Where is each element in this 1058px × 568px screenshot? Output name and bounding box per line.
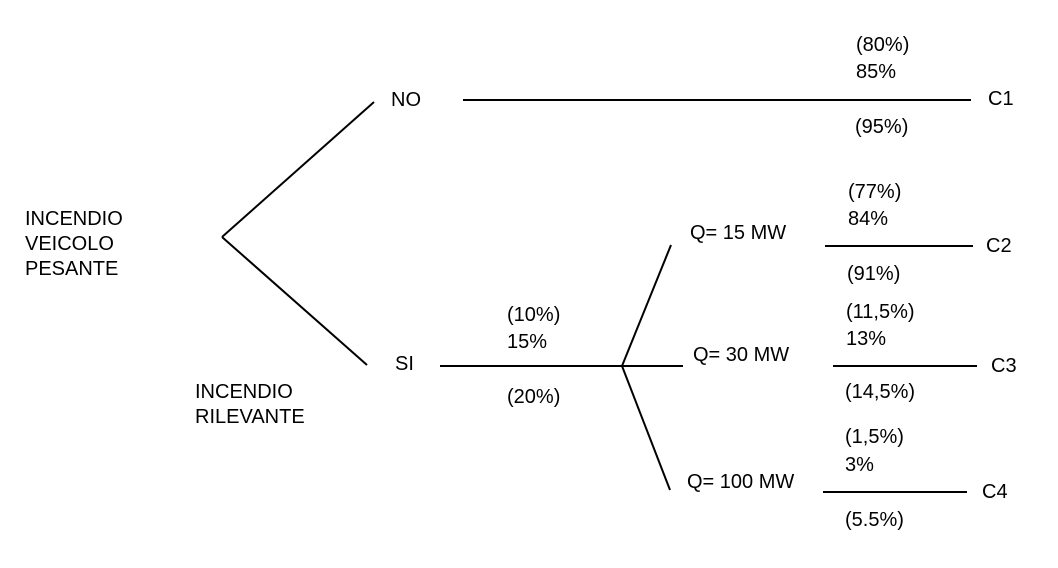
outcome-c1-label: C1: [988, 88, 1014, 110]
branch-no-prob-upper: (80%): [856, 34, 910, 56]
scenario-q100-label: Q= 100 MW: [687, 471, 795, 493]
outcome-c3-label: C3: [991, 355, 1017, 377]
scenario-q100-prob-lower: (5.5%): [845, 509, 904, 531]
scenario-q30-prob-upper: (11,5%): [846, 301, 915, 323]
branch-si-sublabel: INCENDIO RILEVANTE: [195, 381, 305, 428]
root-branch-si-line: [221, 236, 368, 366]
outcome-c4-label: C4: [982, 481, 1008, 503]
junction-up-line: [621, 244, 672, 367]
scenario-q30-label: Q= 30 MW: [693, 344, 790, 366]
branch-si-prob-upper: (10%): [507, 304, 561, 326]
scenario-q15-label: Q= 15 MW: [690, 222, 787, 244]
scenario-q30-prob-lower: (14,5%): [845, 381, 916, 403]
branch-no-prob-lower: (95%): [855, 116, 909, 138]
branch-no-prob-mid: 85%: [856, 61, 897, 83]
root-label: INCENDIO VEICOLO PESANTE: [25, 208, 123, 280]
scenario-q100-prob-mid: 3%: [845, 454, 874, 476]
scenario-q30-prob-mid: 13%: [846, 328, 887, 350]
branch-si-label: SI: [395, 353, 414, 375]
scenario-q15-prob-lower: (91%): [847, 263, 901, 285]
outcome-c2-label: C2: [986, 235, 1012, 257]
scenario-q15-prob-upper: (77%): [848, 181, 902, 203]
branch-si-prob-lower: (20%): [507, 386, 561, 408]
branch-no-label: NO: [391, 89, 421, 111]
scenario-q100-prob-upper: (1,5%): [845, 426, 904, 448]
root-branch-no-line: [221, 101, 375, 238]
junction-down-line: [621, 365, 671, 491]
scenario-q15-prob-mid: 84%: [848, 208, 889, 230]
branch-si-prob-mid: 15%: [507, 331, 548, 353]
